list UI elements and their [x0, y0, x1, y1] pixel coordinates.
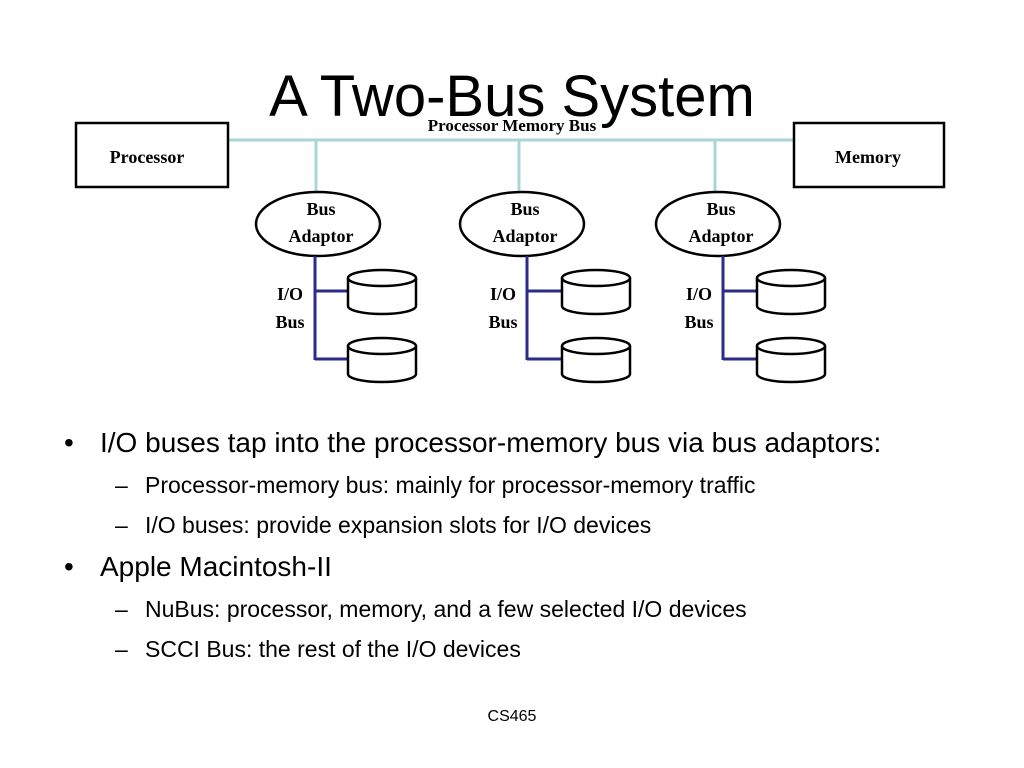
bus-adaptor-1: [254, 190, 382, 258]
dash-icon: –: [115, 596, 128, 622]
bullet-dot-icon: •: [64, 551, 74, 582]
io-bus-1-label-line1: I/O: [277, 284, 303, 304]
bus-adaptor-1-line2: Adaptor: [288, 226, 353, 246]
sub-bullet-item-1-1: – Processor-memory bus: mainly for proce…: [60, 469, 960, 502]
io-bus-2-label-line1: I/O: [490, 284, 516, 304]
io-bus-group-2: I/O Bus: [488, 256, 632, 384]
bus-adaptor-2: [458, 190, 586, 258]
io-bus-2-label-line2: Bus: [488, 312, 517, 332]
disk-icon: [755, 336, 827, 384]
processor-box: [74, 121, 230, 189]
sub-bullet-text: I/O buses: provide expansion slots for I…: [145, 512, 652, 538]
disk-icon: [346, 268, 418, 316]
bus-adaptor-3-line2: Adaptor: [688, 226, 753, 246]
slide-footer: CS465: [487, 708, 537, 725]
io-bus-3-label-line2: Bus: [684, 312, 713, 332]
memory-label: Memory: [835, 147, 901, 167]
bullet-text: I/O buses tap into the processor-memory …: [100, 427, 882, 458]
disk-icon: [560, 336, 632, 384]
sub-bullet-item-1-2: – I/O buses: provide expansion slots for…: [60, 509, 960, 542]
sub-bullet-text: NuBus: processor, memory, and a few sele…: [145, 596, 747, 622]
io-bus-group-1: I/O Bus: [275, 256, 418, 384]
memory-box: [792, 121, 946, 189]
processor-memory-bus-label: Processor Memory Bus: [428, 116, 597, 135]
bus-adaptor-3-line1: Bus: [706, 199, 735, 219]
io-bus-1-label-line2: Bus: [275, 312, 304, 332]
dash-icon: –: [115, 472, 128, 498]
bus-adaptor-3: [654, 190, 782, 258]
sub-bullet-text: Processor-memory bus: mainly for process…: [145, 472, 756, 498]
sub-bullet-item-2-1: – NuBus: processor, memory, and a few se…: [60, 593, 960, 626]
bullet-dot-icon: •: [64, 427, 74, 458]
io-bus-3-label-line1: I/O: [686, 284, 712, 304]
bus-adaptor-1-line1: Bus: [306, 199, 335, 219]
bullet-list: • I/O buses tap into the processor-memor…: [60, 418, 960, 666]
dash-icon: –: [115, 512, 128, 538]
disk-icon: [346, 336, 418, 384]
two-bus-diagram: Processor Memory Bus Adaptor Bus Adaptor…: [74, 116, 946, 384]
bullet-text: Apple Macintosh-II: [100, 551, 332, 582]
bus-adaptor-2-line2: Adaptor: [492, 226, 557, 246]
dash-icon: –: [115, 636, 128, 662]
sub-bullet-text: SCCI Bus: the rest of the I/O devices: [145, 636, 521, 662]
bullet-item-2: • Apple Macintosh-II: [60, 548, 960, 586]
slide-title: A Two-Bus System: [269, 64, 755, 129]
disk-icon: [560, 268, 632, 316]
bus-adaptor-2-line1: Bus: [510, 199, 539, 219]
processor-label: Processor: [110, 147, 185, 167]
sub-bullet-item-2-2: – SCCI Bus: the rest of the I/O devices: [60, 633, 960, 666]
disk-icon: [755, 268, 827, 316]
io-bus-group-3: I/O Bus: [684, 256, 827, 384]
bullet-item-1: • I/O buses tap into the processor-memor…: [60, 424, 960, 462]
